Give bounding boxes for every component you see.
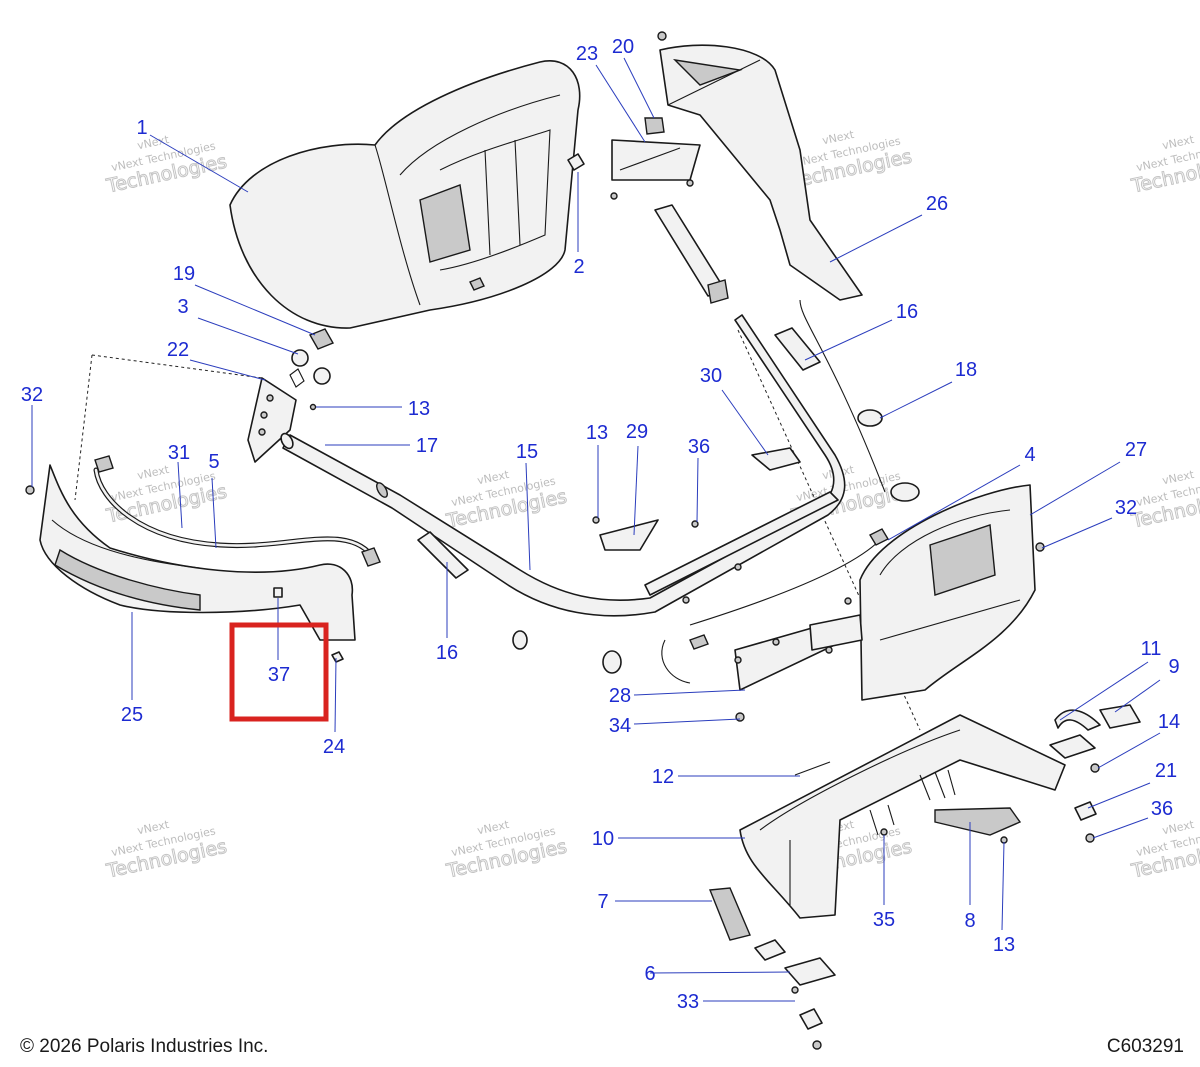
callout-15: 15 [516,441,538,463]
callout-20: 20 [612,36,634,58]
part-knob [289,349,331,388]
callout-6: 6 [644,963,655,985]
part-small-bracket [599,447,801,551]
callout-17: 17 [416,435,438,457]
part-throttle-cable [689,299,889,626]
callout-16: 16 [436,642,458,664]
part-seat [229,60,581,329]
watermark: vNext vNext Technologies Technologies [1128,468,1200,533]
callout-7: 7 [597,891,608,913]
callout-31: 31 [168,442,190,464]
part-clip [567,153,585,171]
part-plate [784,734,1096,986]
callout-8: 8 [964,910,975,932]
callout-19: 19 [173,263,195,285]
watermark: vNext vNext Technologies Technologies [103,818,229,883]
callout-30: 30 [700,365,722,387]
callout-2: 2 [573,256,584,278]
part-rail [644,491,839,596]
callout-35: 35 [873,909,895,931]
part-grip-upper [774,327,821,371]
callout-16: 16 [896,301,918,323]
part-handlebar-tube [280,314,846,617]
part-control-housing [859,484,1036,701]
callout-28: 28 [609,685,631,707]
leader-lines [31,57,1161,1002]
callout-33: 33 [677,991,699,1013]
callout-32: 32 [1115,497,1137,519]
part-small-fastener [273,587,283,598]
part-nut [331,651,344,663]
callouts: 1 2 3 4 5 6 7 8 9 10 11 12 13 13 13 14 1… [21,36,1180,1013]
part-head-guard [611,117,701,181]
part-mount [734,614,863,691]
part-bracket [247,377,297,463]
callout-9: 9 [1168,656,1179,678]
drawing-number: C603291 [1106,1036,1184,1057]
callout-5: 5 [208,451,219,473]
callout-36: 36 [1151,798,1173,820]
callout-37: 37 [268,664,290,686]
callout-12: 12 [652,766,674,788]
callout-26: 26 [926,193,948,215]
part-support-bracket [709,887,751,941]
part-trim-strip [794,761,831,776]
part-grip-lower [417,531,469,579]
callout-23: 23 [576,43,598,65]
callout-25: 25 [121,704,143,726]
callout-3: 3 [177,296,188,318]
part-cowl [659,44,863,301]
part-clamp-ring [512,409,920,674]
callout-11: 11 [1141,638,1162,660]
watermark: vNext vNext Technologies Technologies [103,133,229,198]
part-switch [308,328,335,350]
callout-10: 10 [592,828,614,850]
watermark: vNext vNext Technologies Technologies [443,818,569,883]
callout-13: 13 [586,422,608,444]
callout-13: 13 [408,398,430,420]
watermark: vNext vNext Technologies Technologies [1128,133,1200,198]
part-wire-lead [661,634,709,684]
callout-29: 29 [626,421,648,443]
highlight-box [229,622,329,722]
part-hook [754,704,1141,961]
callout-34: 34 [609,715,631,737]
callout-22: 22 [167,339,189,361]
callout-32: 32 [21,384,43,406]
copyright-text: © 2026 Polaris Industries Inc. [20,1036,269,1057]
part-steering-column [654,204,729,304]
callout-21: 21 [1155,760,1177,782]
callout-14: 14 [1158,711,1180,733]
callout-18: 18 [955,359,977,381]
part-pad [934,807,1022,836]
callout-24: 24 [323,736,345,758]
callout-13: 13 [993,934,1015,956]
callout-27: 27 [1125,439,1147,461]
callout-4: 4 [1024,444,1035,466]
watermark: vNext vNext Technologies Technologies [443,468,569,533]
callout-36: 36 [688,436,710,458]
callout-1: 1 [136,117,147,139]
part-harness [93,455,381,567]
part-lower-housing [739,714,1066,919]
